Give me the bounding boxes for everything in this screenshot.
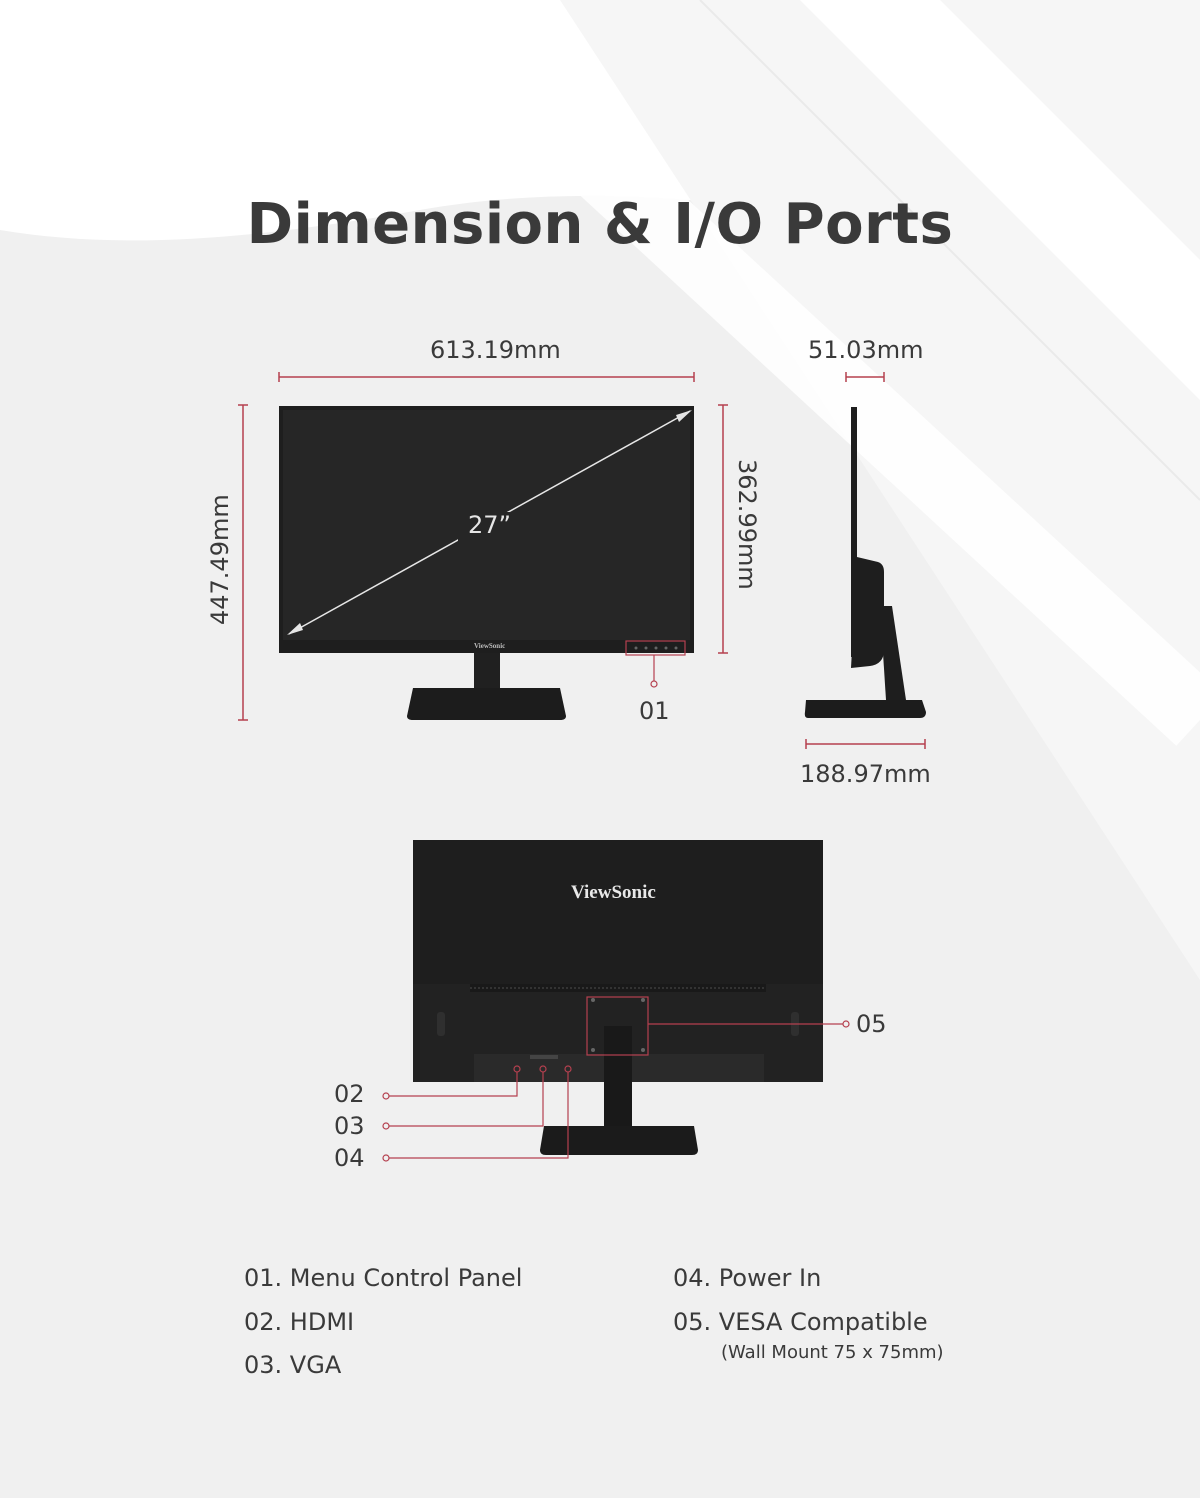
callout-05: 05 bbox=[856, 1010, 887, 1038]
front-logo: ViewSonic bbox=[474, 642, 506, 650]
legend-item-04: 04. Power In bbox=[673, 1264, 822, 1292]
legend-item-03: 03. VGA bbox=[244, 1351, 342, 1379]
callout-01: 01 bbox=[639, 697, 670, 725]
callout-04: 04 bbox=[334, 1144, 365, 1172]
monitor-front bbox=[279, 406, 694, 720]
monitor-back bbox=[382, 840, 850, 1162]
callout-02: 02 bbox=[334, 1080, 365, 1108]
base-depth-label: 188.97mm bbox=[800, 760, 931, 788]
callout-03: 03 bbox=[334, 1112, 365, 1140]
height-total-measure-line bbox=[238, 404, 248, 721]
back-logo: ViewSonic bbox=[571, 882, 656, 903]
legend-item-02: 02. HDMI bbox=[244, 1308, 355, 1336]
depth-top-label: 51.03mm bbox=[808, 336, 924, 364]
legend-item-05: 05. VESA Compatible bbox=[673, 1308, 928, 1336]
diagonal-label: 27” bbox=[468, 511, 511, 539]
height-screen-measure-line bbox=[718, 404, 728, 654]
page-title: Dimension & I/O Ports bbox=[246, 192, 954, 257]
legend-item-01: 01. Menu Control Panel bbox=[244, 1264, 523, 1292]
monitor-side bbox=[804, 372, 926, 749]
legend-item-05-note: (Wall Mount 75 x 75mm) bbox=[721, 1342, 944, 1363]
width-label: 613.19mm bbox=[430, 336, 561, 364]
width-measure-line bbox=[278, 372, 695, 382]
